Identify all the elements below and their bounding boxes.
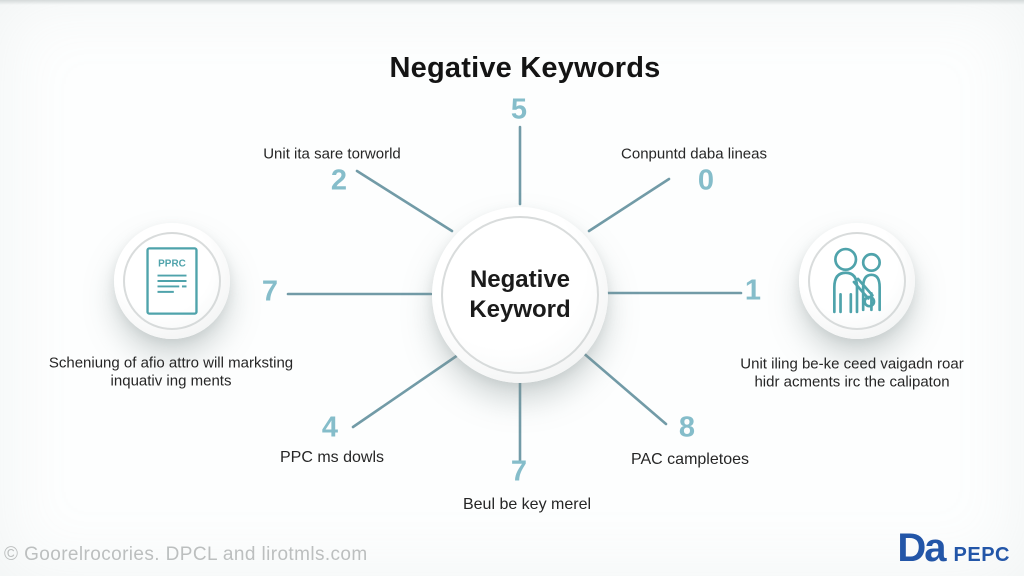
page-title: Negative Keywords (389, 52, 661, 84)
spoke-top-right (587, 177, 671, 233)
node-number-bottom-left: 4 (321, 411, 339, 444)
node-number-bottom: 7 (510, 455, 528, 488)
node-number-top-right: 0 (697, 164, 715, 197)
node-number-top-left: 2 (330, 164, 348, 197)
node-label-bottom-left: PPC ms dowls (279, 449, 385, 466)
document-icon: PPRC (146, 247, 198, 315)
spoke-top-left (355, 169, 454, 233)
right-icon-node (799, 223, 915, 339)
brand-logo-text: PEPC (953, 544, 1010, 566)
node-label-bottom-right: PAC campletoes (631, 451, 749, 468)
node-number-bottom-right: 8 (678, 411, 696, 444)
center-label: Negative Keyword (469, 266, 571, 323)
watermark-credit: © Goorelrocories. DPCL and lirotmls.com (4, 544, 368, 565)
spoke-bottom-left (351, 353, 460, 429)
node-label-left: Scheniung of afio attro will marksting i… (48, 354, 294, 390)
node-number-top: 5 (510, 93, 528, 126)
left-icon-node: PPRC (114, 223, 230, 339)
node-label-top-right: Conpuntd daba lineas (621, 145, 767, 163)
brand-logo: Da PEPC (897, 528, 1010, 568)
node-label-top-left: Unit ita sare torworld (263, 145, 401, 163)
brand-logo-mark: Da (897, 526, 946, 570)
people-icon (833, 247, 881, 314)
node-label-right: Unit iling be-ke ceed vaigadn roar hidr … (740, 355, 964, 391)
document-icon-text: PPRC (158, 259, 186, 270)
center-node: Negative Keyword (432, 207, 608, 383)
node-number-right: 1 (744, 274, 762, 307)
node-label-bottom: Beul be key merel (462, 496, 592, 513)
spoke-bottom-right (579, 349, 668, 426)
node-number-left: 7 (261, 275, 279, 308)
